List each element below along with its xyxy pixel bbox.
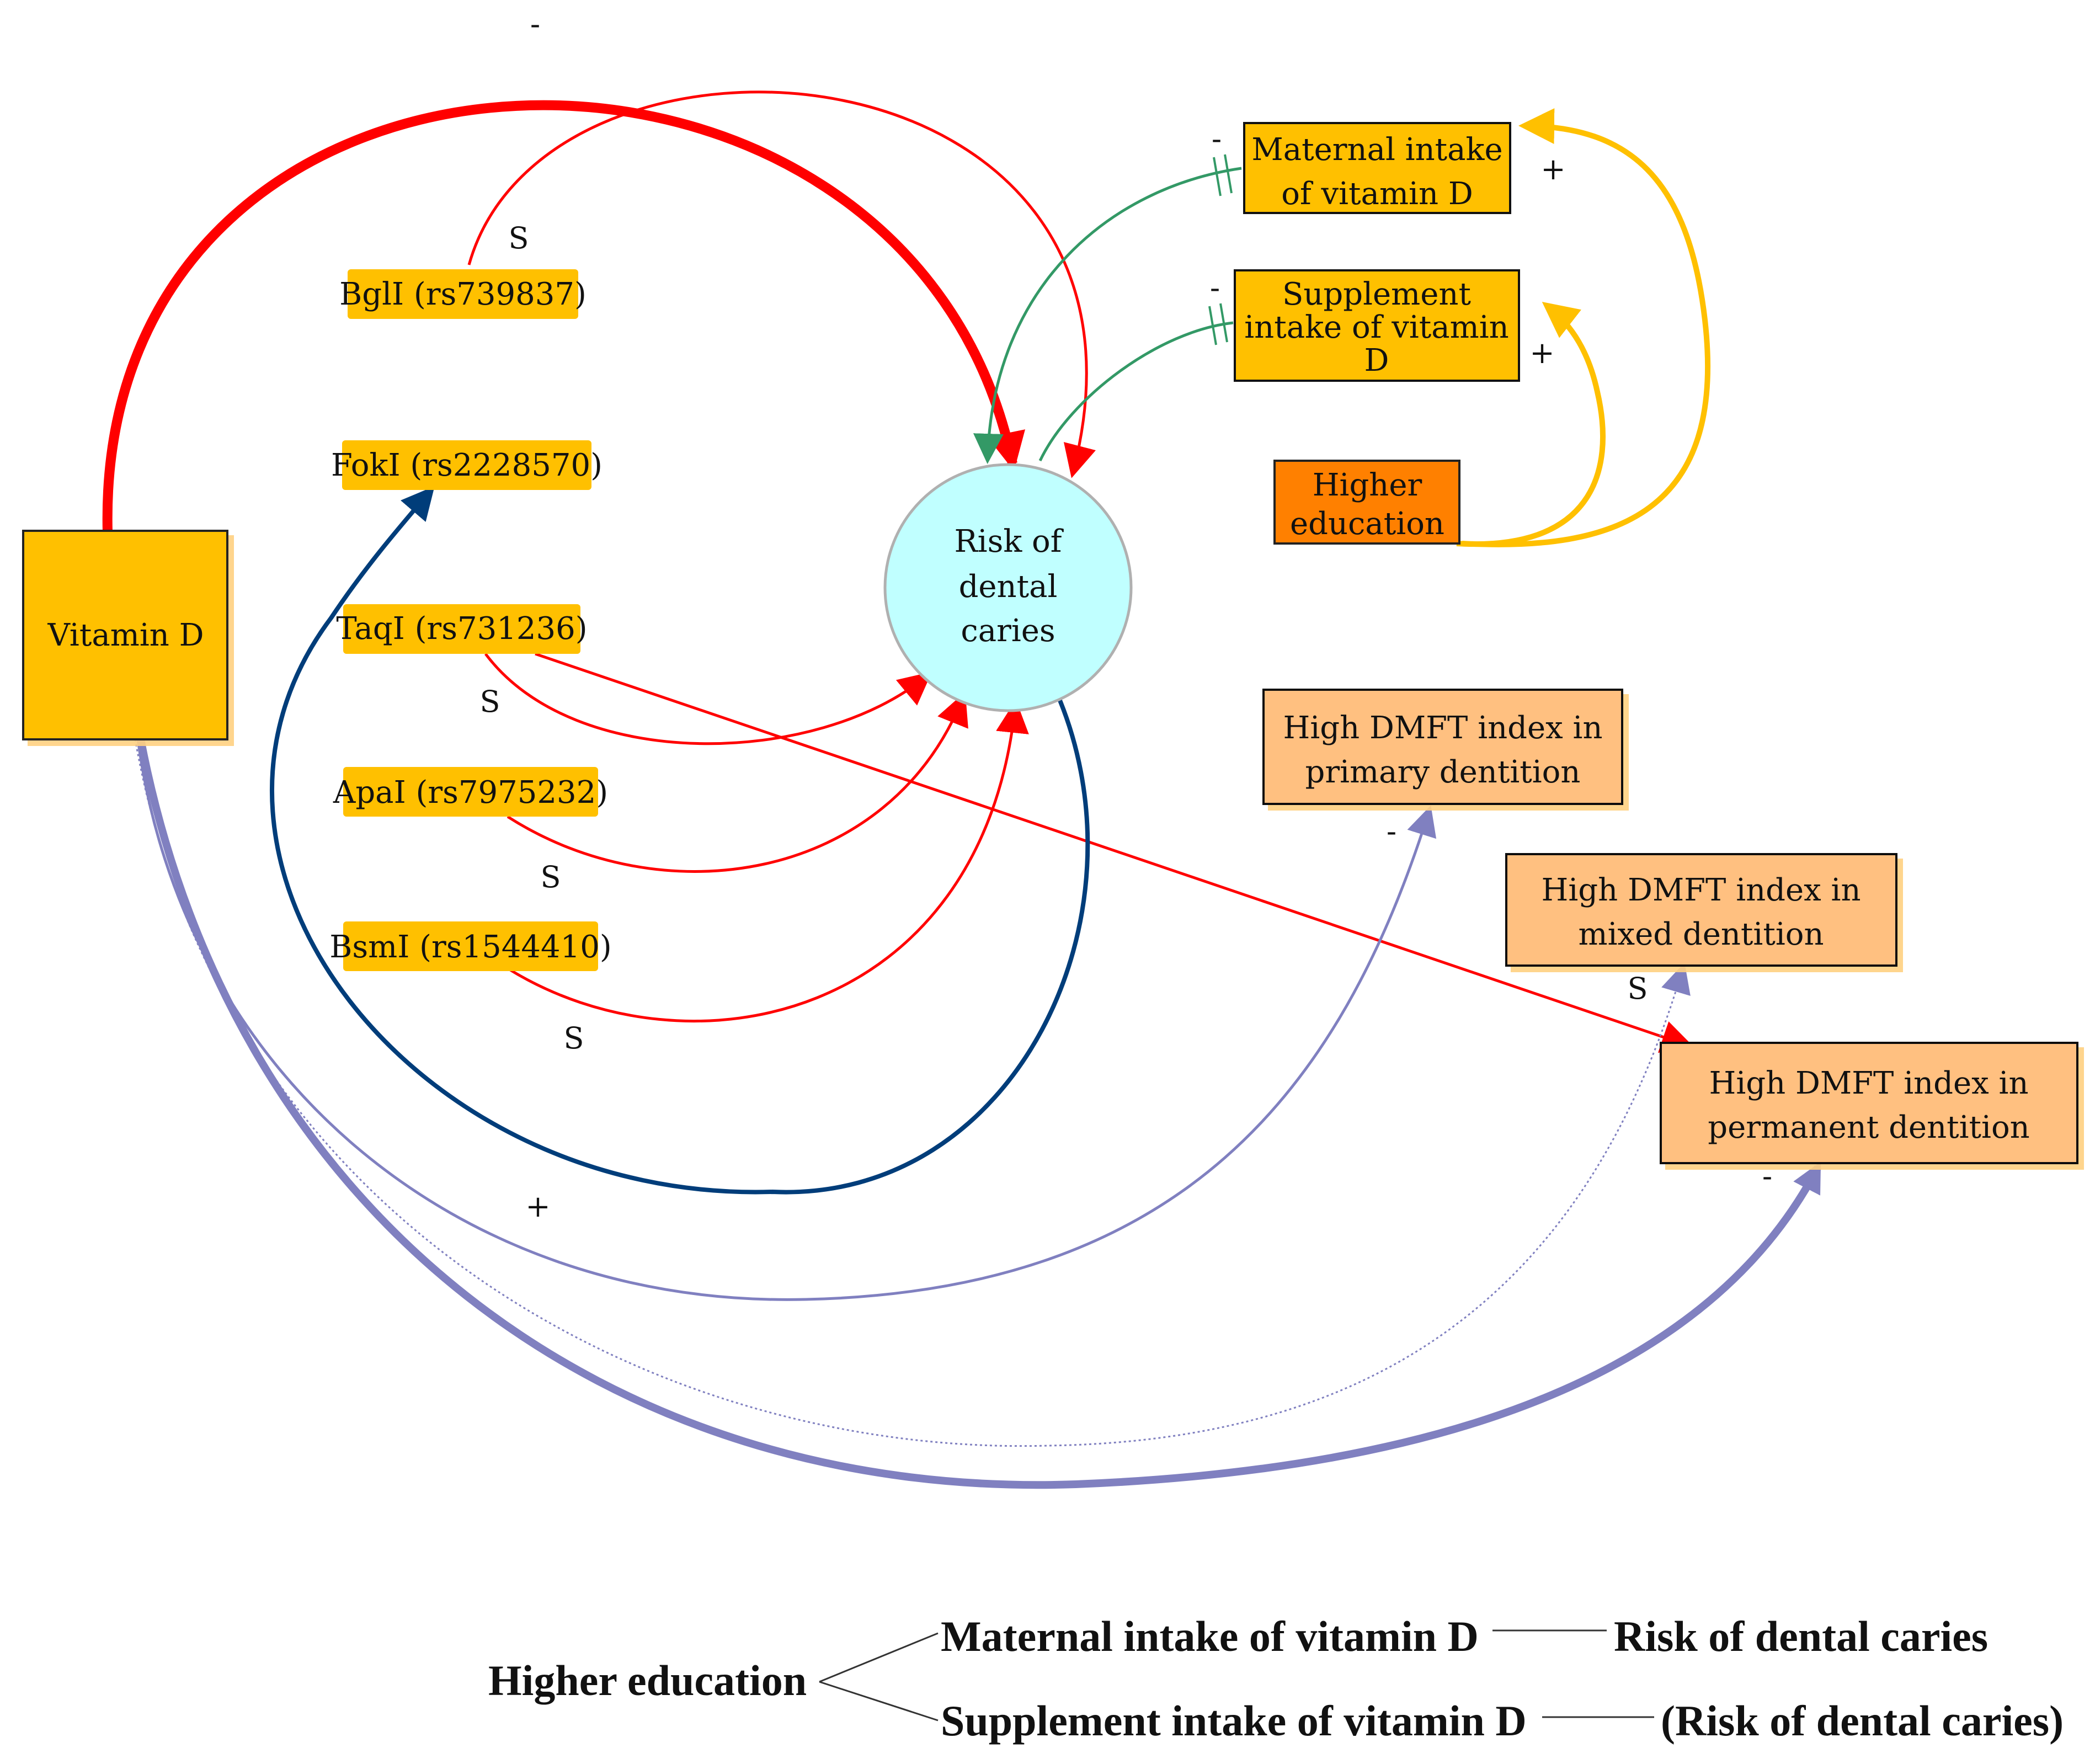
education-line-1: Higher (1313, 467, 1422, 503)
summary-branch1-left: Maternal intake of vitamin D (941, 1612, 1479, 1660)
edge-education-to-maternal (1462, 108, 1710, 547)
edge-vitamin-d-to-risk (102, 100, 1025, 533)
edge-maternal-to-risk (973, 167, 1242, 464)
summary-branch2-left: Supplement intake of vitamin D (941, 1697, 1527, 1745)
summary-root: Higher education (488, 1656, 807, 1704)
node-bsmi-label: BsmI (rs1544410) (329, 929, 612, 965)
node-risk-of-dental-caries[interactable]: Risk of dental caries (883, 463, 1133, 712)
node-higher-education[interactable]: Higher education (1273, 460, 1460, 545)
edge-labels: - S S S S S - - + + + - - (480, 7, 1773, 1224)
dmft-perm-line-1: High DMFT index in (1709, 1065, 2028, 1101)
dmft-primary-line-2: primary dentition (1305, 754, 1581, 790)
node-dmft-mixed[interactable]: High DMFT index in mixed dentition (1505, 853, 1897, 967)
node-bgli[interactable]: BglI (rs739837) (339, 269, 587, 319)
node-bsmi[interactable]: BsmI (rs1544410) (329, 921, 612, 971)
node-foki-label: FokI (rs2228570) (331, 447, 603, 483)
label-bgli-risk: S (509, 221, 529, 255)
maternal-line-2: of vitamin D (1281, 176, 1473, 212)
node-taqi[interactable]: TaqI (rs731236) (336, 604, 588, 654)
edge-risk-to-foki (269, 486, 1090, 1195)
edge-vitamin-d-to-dmft-mixed (134, 739, 1691, 1447)
summary-tree: Higher education Maternal intake of vita… (488, 1612, 2064, 1745)
label-edu-maternal: + (1540, 152, 1565, 186)
label-bsmi-risk: S (564, 1021, 584, 1056)
node-supplement-intake[interactable]: Supplement intake of vitamin D (1234, 269, 1520, 382)
label-vitd-primary-plus: + (525, 1189, 550, 1224)
summary-branch-line-2 (819, 1681, 939, 1722)
edge-apai-to-risk (507, 691, 968, 873)
edge-risk-to-supplement (1038, 321, 1234, 462)
label-perm-minus: - (1762, 1159, 1772, 1193)
label-supplement-risk: - (1210, 270, 1220, 305)
edge-education-to-supplement (1456, 302, 1606, 547)
edge-vitamin-d-to-dmft-permanent (137, 738, 1822, 1489)
node-dmft-primary[interactable]: High DMFT index in primary dentition (1262, 689, 1623, 805)
label-maternal-risk: - (1212, 121, 1222, 156)
delay-mark-supplement (1208, 303, 1228, 345)
nodes: Vitamin D BglI (rs739837) FokI (rs222857… (22, 122, 2078, 1164)
supplement-line-2: intake of vitamin (1244, 310, 1509, 345)
maternal-line-1: Maternal intake (1251, 132, 1502, 168)
risk-line-1: Risk of (955, 524, 1064, 559)
node-vitamin-d-label: Vitamin D (47, 617, 204, 653)
label-primary-minus: - (1387, 814, 1396, 849)
edge-taqi-to-dmft-permanent (535, 652, 1695, 1053)
supplement-line-1: Supplement (1282, 276, 1471, 312)
edges (102, 90, 1822, 1489)
dmft-mixed-line-2: mixed dentition (1578, 916, 1824, 952)
summary-branch1-right: Risk of dental caries (1614, 1612, 1988, 1660)
delay-mark-maternal (1213, 154, 1233, 196)
summary-branch2-right: (Risk of dental caries) (1661, 1697, 2064, 1745)
risk-line-3: caries (961, 613, 1055, 649)
dmft-perm-line-2: permanent dentition (1708, 1110, 2030, 1145)
edge-taqi-to-risk (484, 653, 932, 745)
label-vitd-risk: - (530, 7, 540, 41)
label-taqi-perm: S (1628, 971, 1648, 1006)
label-apai-risk: S (541, 860, 561, 894)
label-taqi-risk: S (480, 684, 500, 719)
dmft-primary-line-1: High DMFT index in (1283, 710, 1602, 746)
edge-bgli-to-risk (467, 90, 1096, 478)
node-dmft-permanent[interactable]: High DMFT index in permanent dentition (1660, 1042, 2078, 1164)
node-apai-label: ApaI (rs7975232) (333, 775, 608, 811)
node-vitamin-d[interactable]: Vitamin D (22, 530, 228, 740)
node-maternal-intake[interactable]: Maternal intake of vitamin D (1243, 122, 1511, 214)
summary-branch-line-1 (819, 1632, 939, 1683)
node-foki[interactable]: FokI (rs2228570) (331, 440, 603, 490)
supplement-line-3: D (1364, 343, 1389, 379)
risk-line-2: dental (959, 569, 1058, 605)
node-bgli-label: BglI (rs739837) (339, 276, 587, 312)
dmft-mixed-line-1: High DMFT index in (1541, 872, 1861, 908)
edge-vitamin-d-to-dmft-primary (136, 739, 1437, 1301)
node-apai[interactable]: ApaI (rs7975232) (333, 767, 608, 817)
education-line-2: education (1290, 506, 1444, 542)
node-taqi-label: TaqI (rs731236) (336, 611, 587, 647)
label-edu-supplement: + (1529, 335, 1554, 370)
edge-bsmi-to-risk (507, 700, 1029, 1023)
